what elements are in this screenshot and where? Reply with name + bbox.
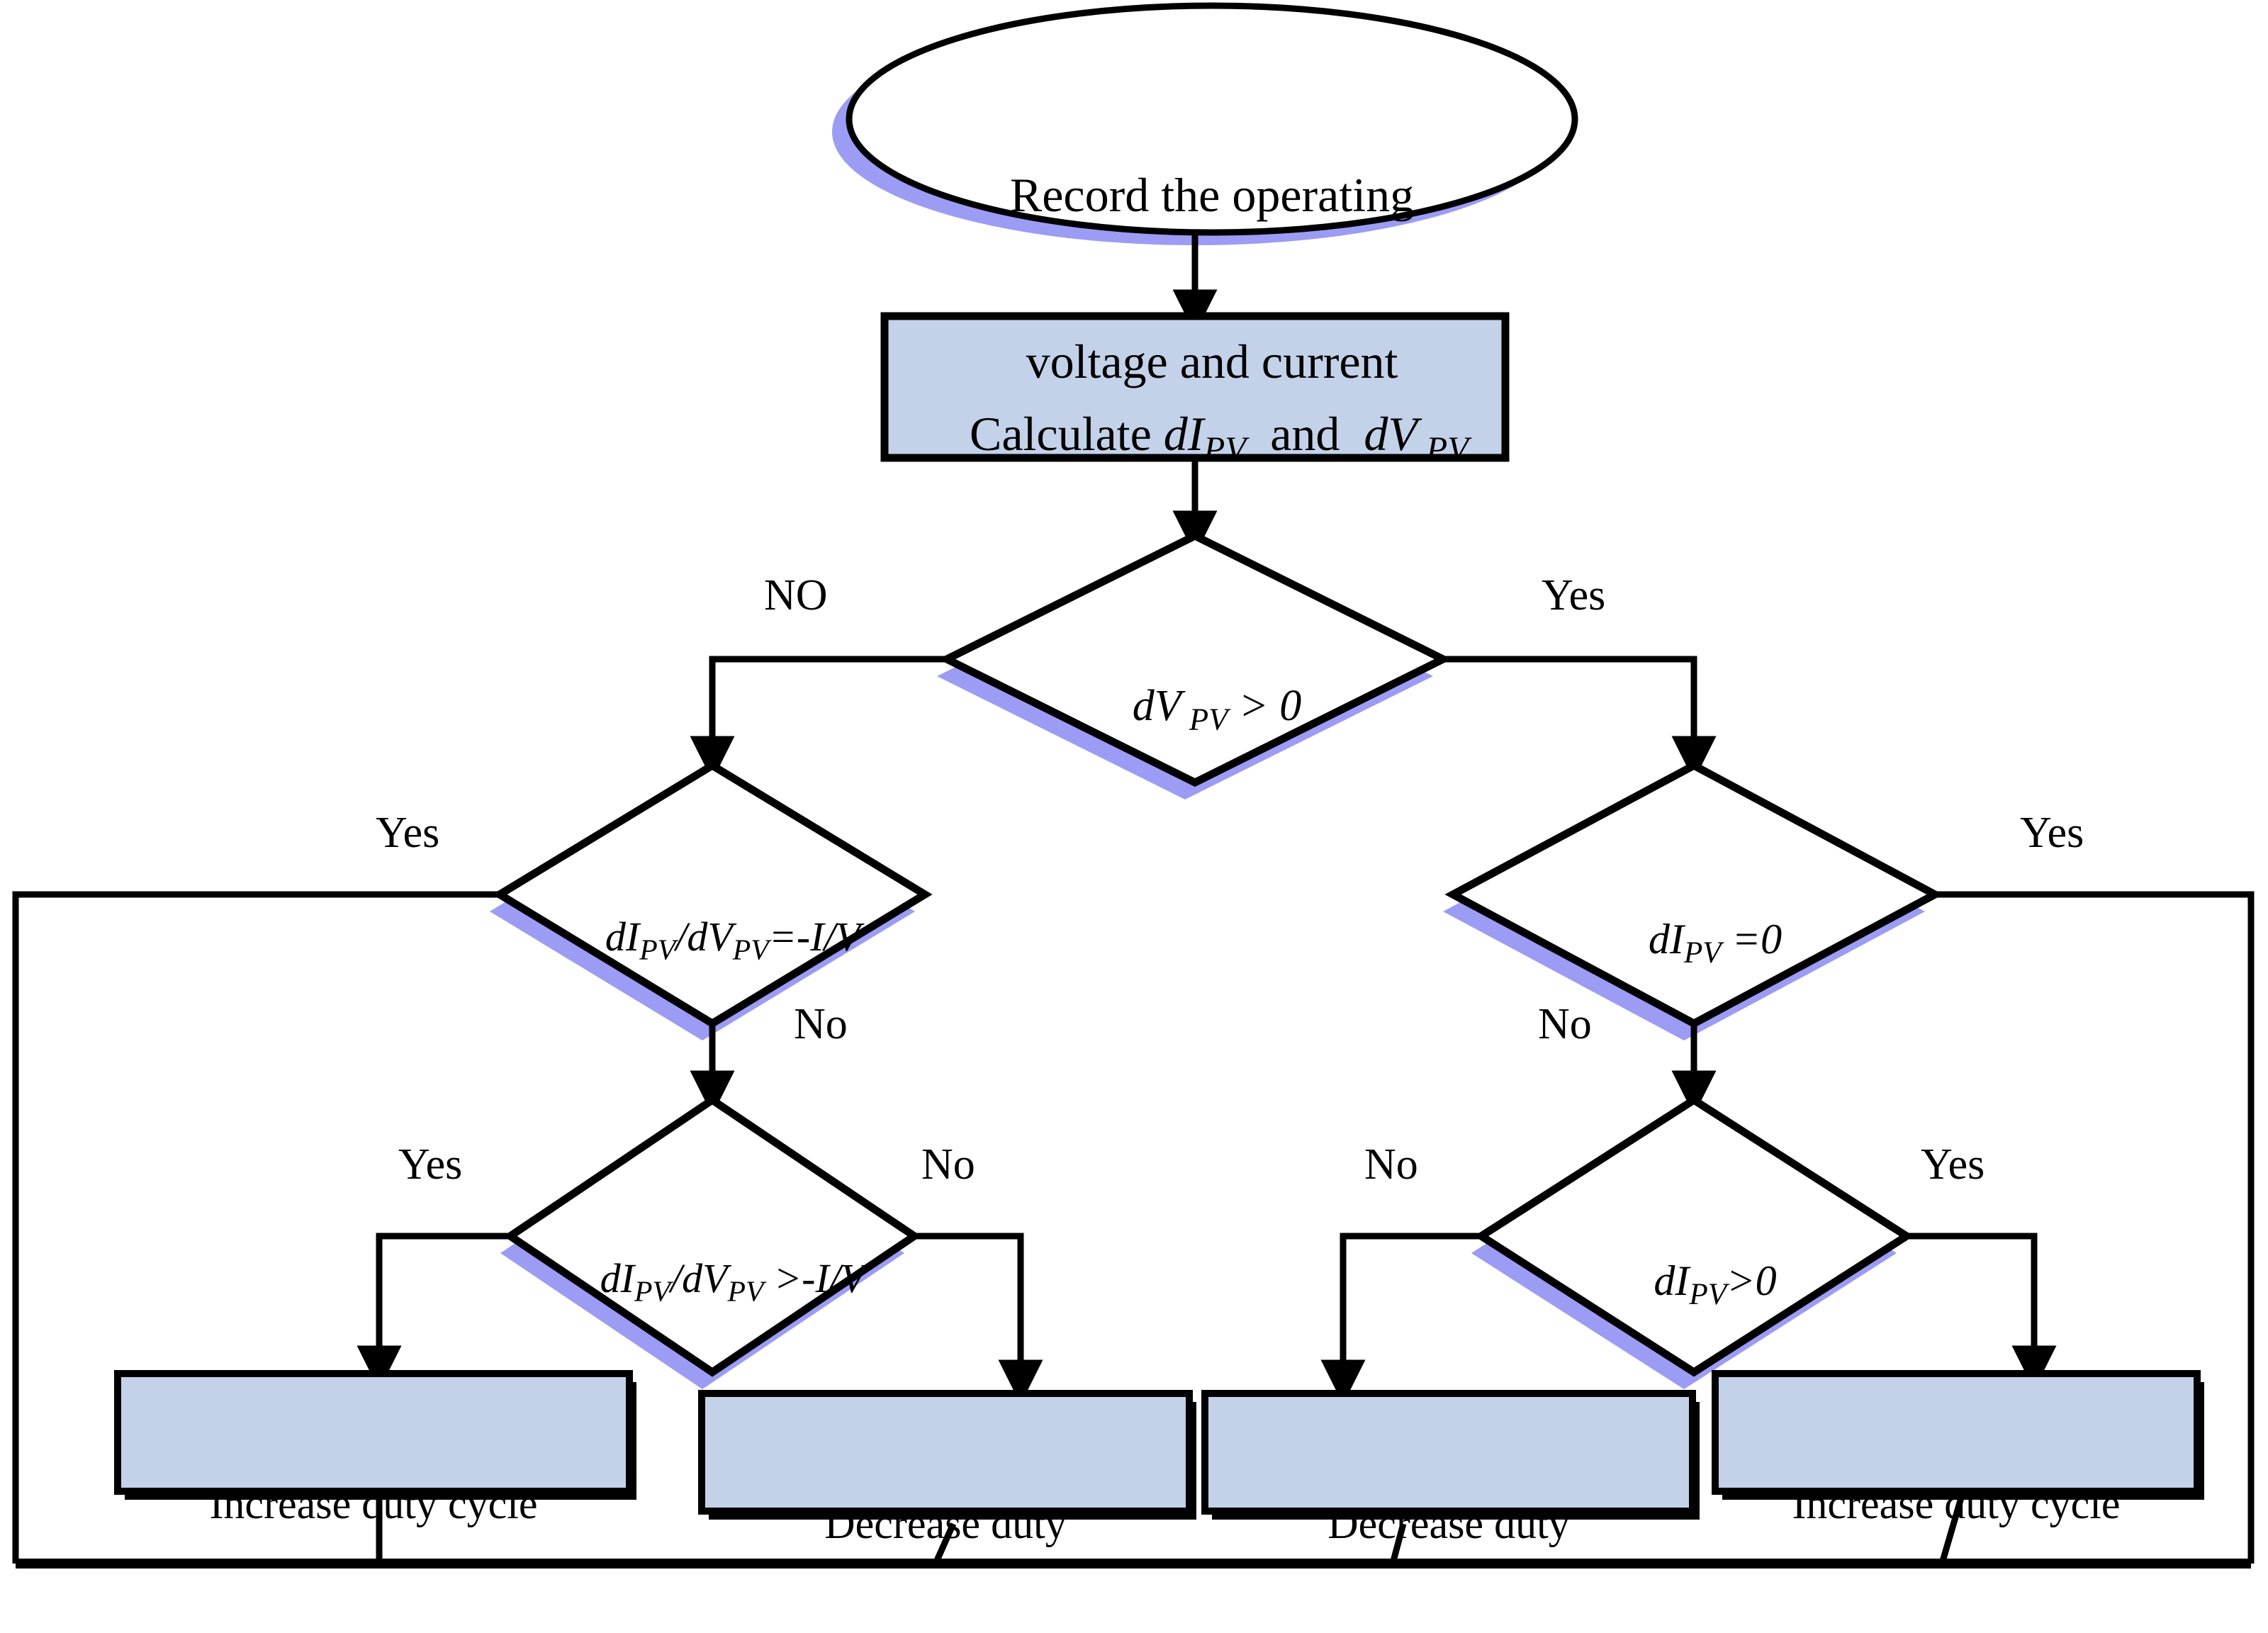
edge-di-zero-yes <box>1935 891 2255 1564</box>
node-shape-layer <box>114 2 2204 1520</box>
action-increase-right-box[interactable] <box>1712 1370 2201 1495</box>
edge-di-gt-yes <box>1907 1233 2057 1391</box>
edge-cond-gt-no <box>914 1233 1043 1405</box>
decision-di-gt-shape[interactable] <box>1473 1095 1914 1377</box>
edge-label-di-zero-no: No <box>1538 1000 1592 1048</box>
edge-decrease-left-to-bus <box>932 1522 957 1565</box>
edge-di-gt-no <box>1320 1233 1481 1405</box>
start-oval[interactable] <box>846 2 1578 236</box>
edge-label-dv-yes: Yes <box>1542 571 1606 619</box>
edge-label-di-gt-no: No <box>1364 1140 1418 1189</box>
connector-layer <box>12 234 2255 1569</box>
action-decrease-left-box[interactable] <box>698 1390 1193 1515</box>
decision-di-zero-shape[interactable] <box>1444 761 1943 1028</box>
action-decrease-right-box[interactable] <box>1201 1390 1696 1515</box>
calculate-box[interactable] <box>880 312 1510 462</box>
edge-dv-no <box>690 656 947 781</box>
edge-label-cond-eq-yes: Yes <box>376 809 440 857</box>
edge-label-dv-no: NO <box>764 571 828 619</box>
edge-label-di-zero-yes: Yes <box>2020 809 2084 857</box>
edge-dv-yes <box>1443 656 1717 781</box>
edge-label-cond-gt-no: No <box>921 1140 975 1189</box>
edge-decrease-right-to-bus <box>1389 1522 1407 1565</box>
action-increase-left-box[interactable] <box>114 1370 633 1495</box>
decision-cond-gt-shape[interactable] <box>503 1095 921 1377</box>
edge-label-cond-eq-no: No <box>794 1000 848 1048</box>
decision-dv-shape[interactable] <box>938 531 1452 787</box>
edge-cond-gt-yes <box>357 1233 510 1391</box>
edge-label-cond-gt-yes: Yes <box>398 1140 463 1189</box>
edge-label-di-gt-yes: Yes <box>1921 1140 1985 1189</box>
decision-cond-eq-shape[interactable] <box>492 761 933 1028</box>
edge-cond-eq-yes <box>12 891 500 1564</box>
edge-increase-right-to-bus <box>1938 1494 1965 1565</box>
